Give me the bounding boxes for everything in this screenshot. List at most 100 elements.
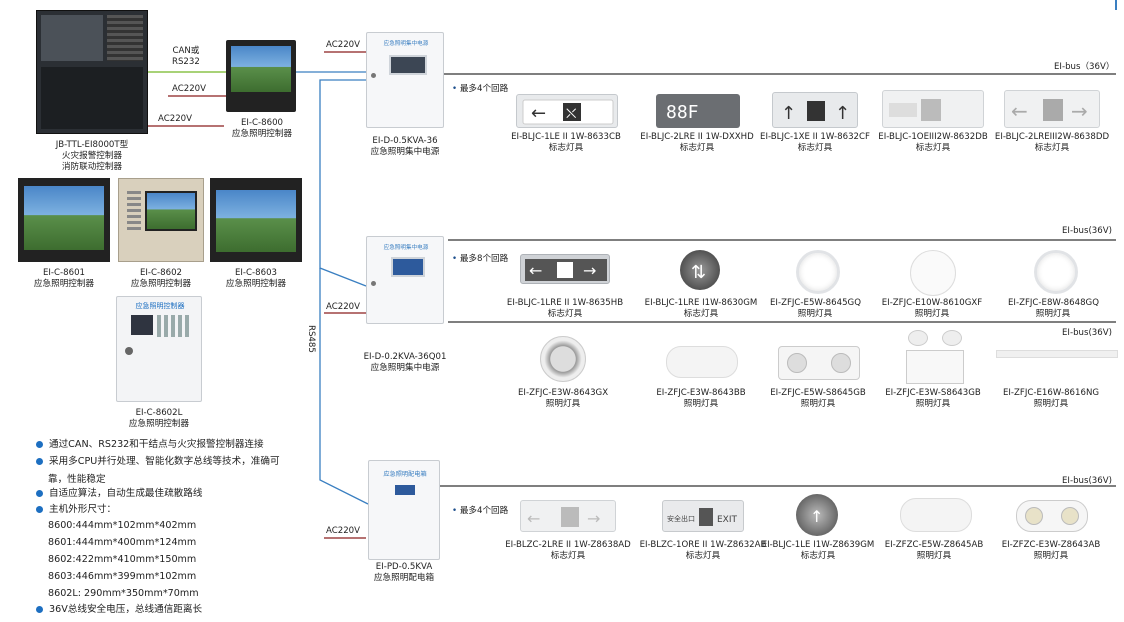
bus-label-top: EI-bus（36V）: [1054, 62, 1115, 72]
row4-item5-type: 照明灯具: [1033, 551, 1069, 561]
row1-item1-model: EI-BLJC-1LE II 1W-8633CB: [511, 132, 621, 142]
power-unit-top: 应急照明集中电源: [366, 32, 444, 128]
c8600-screen: [229, 44, 293, 94]
floor-arrow-sign-icon: ↑: [810, 507, 823, 526]
rs485-bot: [319, 268, 369, 505]
spot-right: [1061, 507, 1079, 525]
spot-right: [831, 353, 851, 373]
ac-label-top: AC220V: [326, 40, 361, 50]
c8600-model: EI-C-8600: [240, 118, 284, 128]
c8602l-device: 应急照明控制器: [116, 296, 202, 402]
svg-text:↑: ↑: [781, 103, 796, 124]
power-mid-label: EI-D-0.2KVA-36Q01 应急照明集中电源: [360, 352, 450, 374]
ac-label-8600: AC220V: [172, 84, 207, 94]
row3-item2-fixture wall-light-icon: [666, 346, 738, 378]
row3-item3-fixture twin-spot-light-icon: [778, 346, 860, 380]
row4-item4-fixture wall-light-icon: [900, 498, 972, 532]
c8602l-display: [131, 315, 153, 335]
row2-item4-fixture ceiling-light-icon: [910, 250, 956, 296]
c8602-name: 应急照明控制器: [130, 279, 192, 289]
feature-text-5: 36V总线安全电压，总线通信距离长: [49, 604, 203, 615]
row1-item4-model: EI-BLJC-1OEIII2W-8632DB: [878, 132, 988, 142]
row4-item1-fixture: ←→: [520, 500, 616, 532]
row4-item1-model: EI-BLZC-2LRE II 1W-Z8638AD: [505, 540, 631, 550]
svg-text:←: ←: [527, 509, 540, 528]
exit-sign-glass-icon: [889, 99, 941, 121]
row2-item4-model: EI-ZFJC-E10W-8610GXF: [881, 298, 983, 308]
power-top-model: EI-D-0.5KVA-36: [372, 136, 438, 146]
circuit-bot-text: 最多4个回路: [459, 506, 509, 516]
row1-item4-fixture: [882, 90, 984, 128]
row4-item3-type: 标志灯具: [800, 551, 836, 561]
row3-item3-model: EI-ZFJC-E5W-S8645GB: [770, 388, 866, 398]
row3-item5-type: 照明灯具: [1033, 399, 1069, 409]
main-controller-model: JB-TTL-EI8000T型: [55, 140, 129, 150]
row3-item5-model: EI-ZFJC-E16W-8616NG: [1002, 388, 1100, 398]
can-label-l1: CAN或: [172, 46, 200, 56]
row4-item2-type: 标志灯具: [685, 551, 721, 561]
c8602l-key-lock: [125, 347, 133, 355]
power-top-lock-icon: [371, 73, 376, 78]
row4-item4-model: EI-ZFZC-E5W-Z8645AB: [884, 540, 984, 550]
c8602l-keypad: [157, 315, 191, 337]
dim-8603: 8603:446mm*399mm*102mm: [48, 571, 197, 582]
fire-alarm-controller-cabinet: [36, 10, 148, 134]
row2-item2-fixture: ⇅: [680, 250, 720, 290]
main-controller-label: JB-TTL-EI8000T型 火灾报警控制器 消防联动控制器: [40, 140, 144, 173]
power-bot-name: 应急照明配电箱: [373, 573, 435, 583]
c8602-screen: [145, 191, 197, 231]
power-mid-name: 应急照明集中电源: [370, 363, 440, 373]
row1-item2-model: EI-BLJC-2LRE II 1W-DXXHD: [640, 132, 754, 142]
lamp-body: [906, 350, 964, 384]
main-controller-name2: 消防联动控制器: [61, 162, 123, 172]
row2-item5-model: EI-ZFJC-E8W-8648GQ: [1008, 298, 1099, 308]
feature-text-1: 通过CAN、RS232和干结点与火灾报警控制器连接: [49, 439, 264, 450]
row1-item4-type: 标志灯具: [915, 143, 951, 153]
c8603-screen: [214, 188, 298, 254]
row1-item1-type: 标志灯具: [548, 143, 584, 153]
power-top-panel-title: 应急照明集中电源: [383, 41, 429, 47]
svg-text:←: ←: [1011, 99, 1028, 123]
bullet-icon: [36, 440, 43, 448]
bullet-icon: [36, 605, 43, 613]
row2-item3-type: 照明灯具: [797, 309, 833, 319]
rs485-mid: [319, 79, 367, 287]
power-mid-panel-title: 应急照明集中电源: [383, 245, 429, 251]
power-top-display: [389, 55, 427, 75]
svg-text:←: ←: [529, 261, 542, 280]
feature-text-2: 采用多CPU并行处理、智能化数字总线等技术，准确可: [49, 456, 280, 467]
row1-item5-type: 标志灯具: [1034, 143, 1070, 153]
ac-label-main: AC220V: [158, 114, 193, 124]
digital-floor-sign-icon: 88F: [666, 102, 699, 123]
row4-item3-fixture: ↑: [796, 494, 838, 536]
main-controller-name1: 火灾报警控制器: [61, 151, 123, 161]
can-label-l2: RS232: [172, 57, 200, 67]
control-panel: [41, 15, 103, 61]
row3-item1-fixture led-downlight-icon: [540, 336, 586, 382]
exit-en-text: EXIT: [717, 515, 738, 525]
row1-item5-model: EI-BLJC-2LREIII2W-8638DD: [994, 132, 1110, 142]
svg-text:⛌: ⛌: [566, 106, 577, 122]
spot-left: [787, 353, 807, 373]
row3-item2-type: 照明灯具: [683, 399, 719, 409]
c8602-device: [118, 178, 204, 262]
feature-item-2-cont: 靠，性能稳定: [48, 474, 106, 485]
power-top-label: EI-D-0.5KVA-36 应急照明集中电源: [362, 136, 448, 158]
row1-item5-fixture: ←→: [1004, 90, 1100, 128]
row4-item3-model: EI-BLJC-1LE Ⅰ1W-Z8639GM: [761, 540, 875, 550]
row2-item1-type: 标志灯具: [547, 309, 583, 319]
power-top-name: 应急照明集中电源: [370, 147, 440, 157]
c8602-label: EI-C-8602 应急照明控制器: [118, 268, 204, 290]
bullet-icon: [36, 489, 43, 497]
